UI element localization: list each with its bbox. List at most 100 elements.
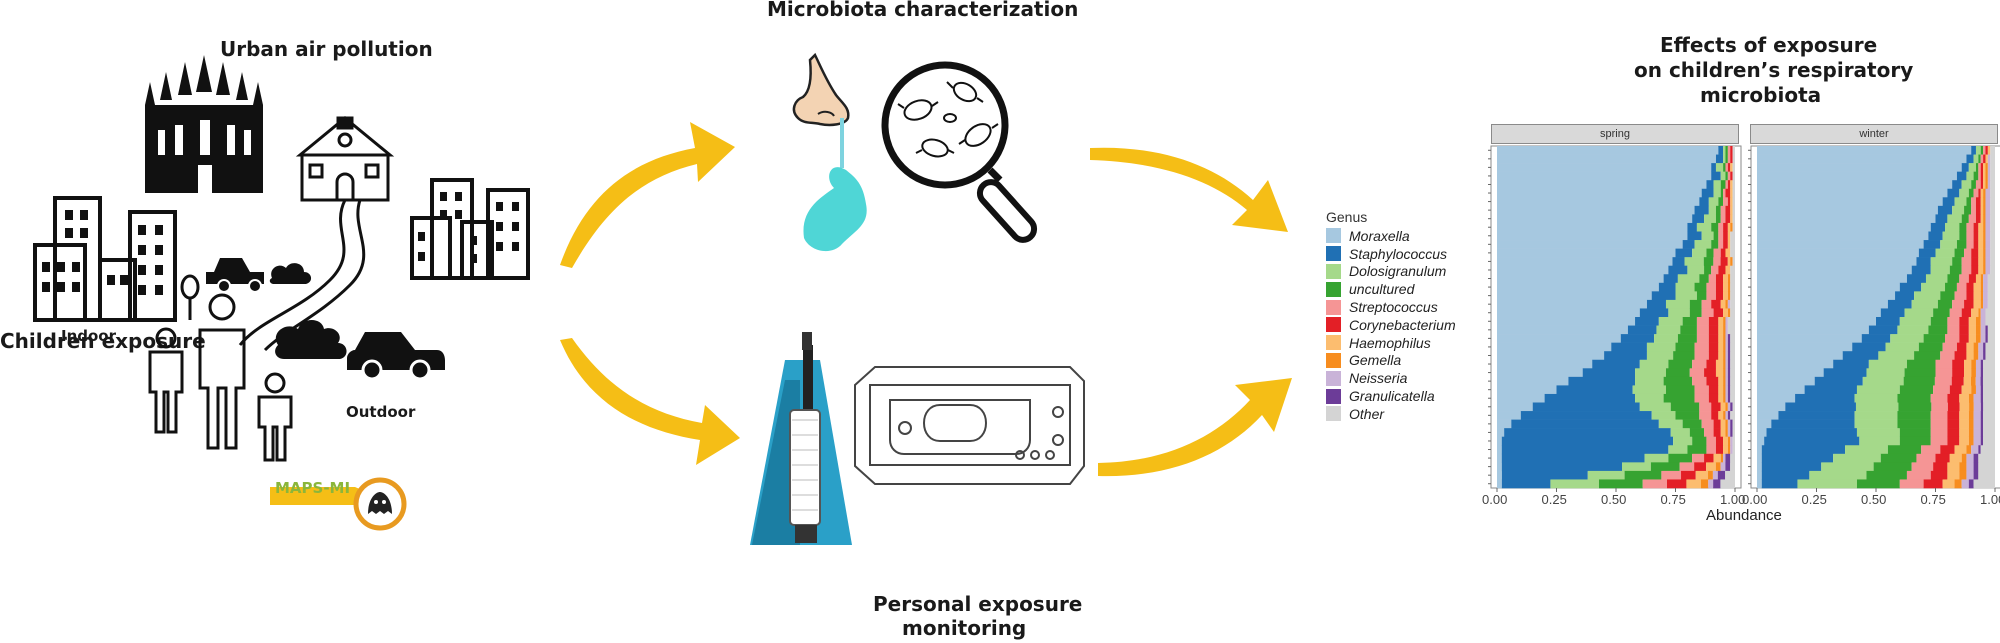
bar-segment bbox=[1968, 479, 1974, 489]
bar-segment bbox=[1904, 368, 1936, 378]
panel-strip-spring: spring bbox=[1491, 124, 1739, 144]
bar-segment bbox=[1668, 359, 1693, 369]
bar-segment bbox=[1980, 436, 1984, 446]
bar-segment bbox=[1723, 436, 1728, 446]
bar-segment bbox=[1497, 453, 1502, 463]
bar-segment bbox=[1730, 222, 1733, 232]
bar-segment bbox=[1983, 393, 1995, 403]
bar-segment bbox=[1899, 317, 1931, 326]
bar-segment bbox=[1987, 291, 1995, 301]
bar-segment bbox=[1983, 231, 1986, 241]
bar-segment bbox=[1975, 376, 1981, 386]
bar-segment bbox=[1954, 291, 1967, 301]
bar-segment bbox=[1713, 419, 1721, 429]
bar-segment bbox=[1713, 479, 1721, 489]
bar-segment bbox=[1966, 154, 1974, 164]
bar-segment bbox=[1692, 453, 1705, 463]
bar-segment bbox=[1985, 163, 1988, 172]
monitor-device-icon bbox=[854, 366, 1085, 485]
bar-segment bbox=[1983, 342, 1986, 352]
bar-segment bbox=[1971, 385, 1976, 395]
x-tick-label: 0.75 bbox=[1660, 492, 1686, 507]
bar-segment bbox=[1701, 419, 1714, 429]
bar-segment bbox=[1723, 411, 1726, 420]
bar-segment bbox=[1757, 419, 1772, 429]
bar-segment bbox=[1968, 428, 1974, 437]
bar-segment bbox=[1983, 205, 1986, 215]
bar-segment bbox=[1833, 453, 1881, 463]
bar-segment bbox=[1757, 453, 1762, 463]
bar-segment bbox=[1983, 436, 1995, 446]
bar-segment bbox=[1497, 445, 1502, 455]
bar-segment bbox=[1715, 274, 1724, 284]
bar-segment bbox=[1689, 368, 1705, 378]
bar-segment bbox=[1497, 325, 1628, 335]
bar-segment bbox=[1723, 231, 1728, 241]
bar-segment bbox=[1757, 334, 1862, 343]
bar-segment bbox=[1757, 368, 1824, 378]
bar-segment bbox=[1725, 248, 1731, 258]
panel-strip-winter: winter bbox=[1750, 124, 1998, 144]
bar-segment bbox=[1978, 265, 1984, 275]
bar-segment bbox=[1990, 214, 1995, 224]
bar-segment bbox=[1921, 282, 1946, 292]
bar-segment bbox=[1923, 479, 1943, 489]
bar-segment bbox=[1668, 265, 1688, 275]
bar-segment bbox=[1725, 376, 1728, 386]
bar-segment bbox=[1727, 163, 1731, 172]
bar-segment bbox=[1727, 240, 1731, 249]
bar-segment bbox=[1845, 445, 1888, 455]
bar-segment bbox=[1940, 445, 1955, 455]
bar-segment bbox=[1980, 317, 1986, 326]
legend-item: Neisseria bbox=[1326, 369, 1456, 387]
bar-segment bbox=[1694, 393, 1709, 403]
bar-segment bbox=[1757, 462, 1762, 472]
bar-segment bbox=[1956, 240, 1967, 249]
bar-segment bbox=[1706, 291, 1716, 301]
bar-segment bbox=[1890, 334, 1924, 343]
bar-segment bbox=[1725, 419, 1728, 429]
bar-segment bbox=[1933, 385, 1950, 395]
bar-segment bbox=[1980, 385, 1984, 395]
bar-segment bbox=[1681, 470, 1696, 480]
bar-segment bbox=[1635, 317, 1659, 326]
bar-segment bbox=[1978, 248, 1984, 258]
bar-segment bbox=[1855, 402, 1899, 412]
bar-segment bbox=[1704, 214, 1716, 224]
bar-segment bbox=[1980, 291, 1984, 301]
bar-segment bbox=[1975, 317, 1981, 326]
bar-segment bbox=[1983, 299, 1988, 309]
bar-segment bbox=[1730, 205, 1733, 215]
bar-segment bbox=[1730, 368, 1735, 378]
bar-segment bbox=[1639, 359, 1669, 369]
bar-segment bbox=[1942, 197, 1955, 207]
bar-segment bbox=[1732, 214, 1735, 224]
bar-segment bbox=[1918, 342, 1943, 352]
bar-segment bbox=[1757, 411, 1779, 420]
bar-segment bbox=[1761, 445, 1846, 455]
bar-segment bbox=[1727, 325, 1735, 335]
bar-segment bbox=[1720, 180, 1726, 190]
bar-segment bbox=[1987, 334, 1995, 343]
bar-segment bbox=[1730, 197, 1733, 207]
bar-segment bbox=[1973, 393, 1981, 403]
legend-label: Haemophilus bbox=[1349, 334, 1431, 351]
bar-segment bbox=[1725, 146, 1728, 155]
bar-segment bbox=[1694, 205, 1709, 215]
bar-segment bbox=[1711, 411, 1719, 420]
bar-segment bbox=[1930, 419, 1948, 429]
bar-segment bbox=[1985, 197, 1991, 207]
bar-segment bbox=[1689, 428, 1705, 437]
bar-segment bbox=[1983, 428, 1995, 437]
bar-segment bbox=[1713, 231, 1719, 241]
bar-segment bbox=[1873, 462, 1912, 472]
bar-segment bbox=[1987, 325, 1995, 335]
bar-segment bbox=[1668, 453, 1693, 463]
bar-segment bbox=[1727, 445, 1731, 455]
bar-segment bbox=[1978, 171, 1981, 181]
bar-segment bbox=[1990, 205, 1995, 215]
bar-segment bbox=[1711, 402, 1721, 412]
bar-segment bbox=[1720, 453, 1724, 463]
bar-segment bbox=[1715, 368, 1724, 378]
bar-segment bbox=[1497, 171, 1712, 181]
